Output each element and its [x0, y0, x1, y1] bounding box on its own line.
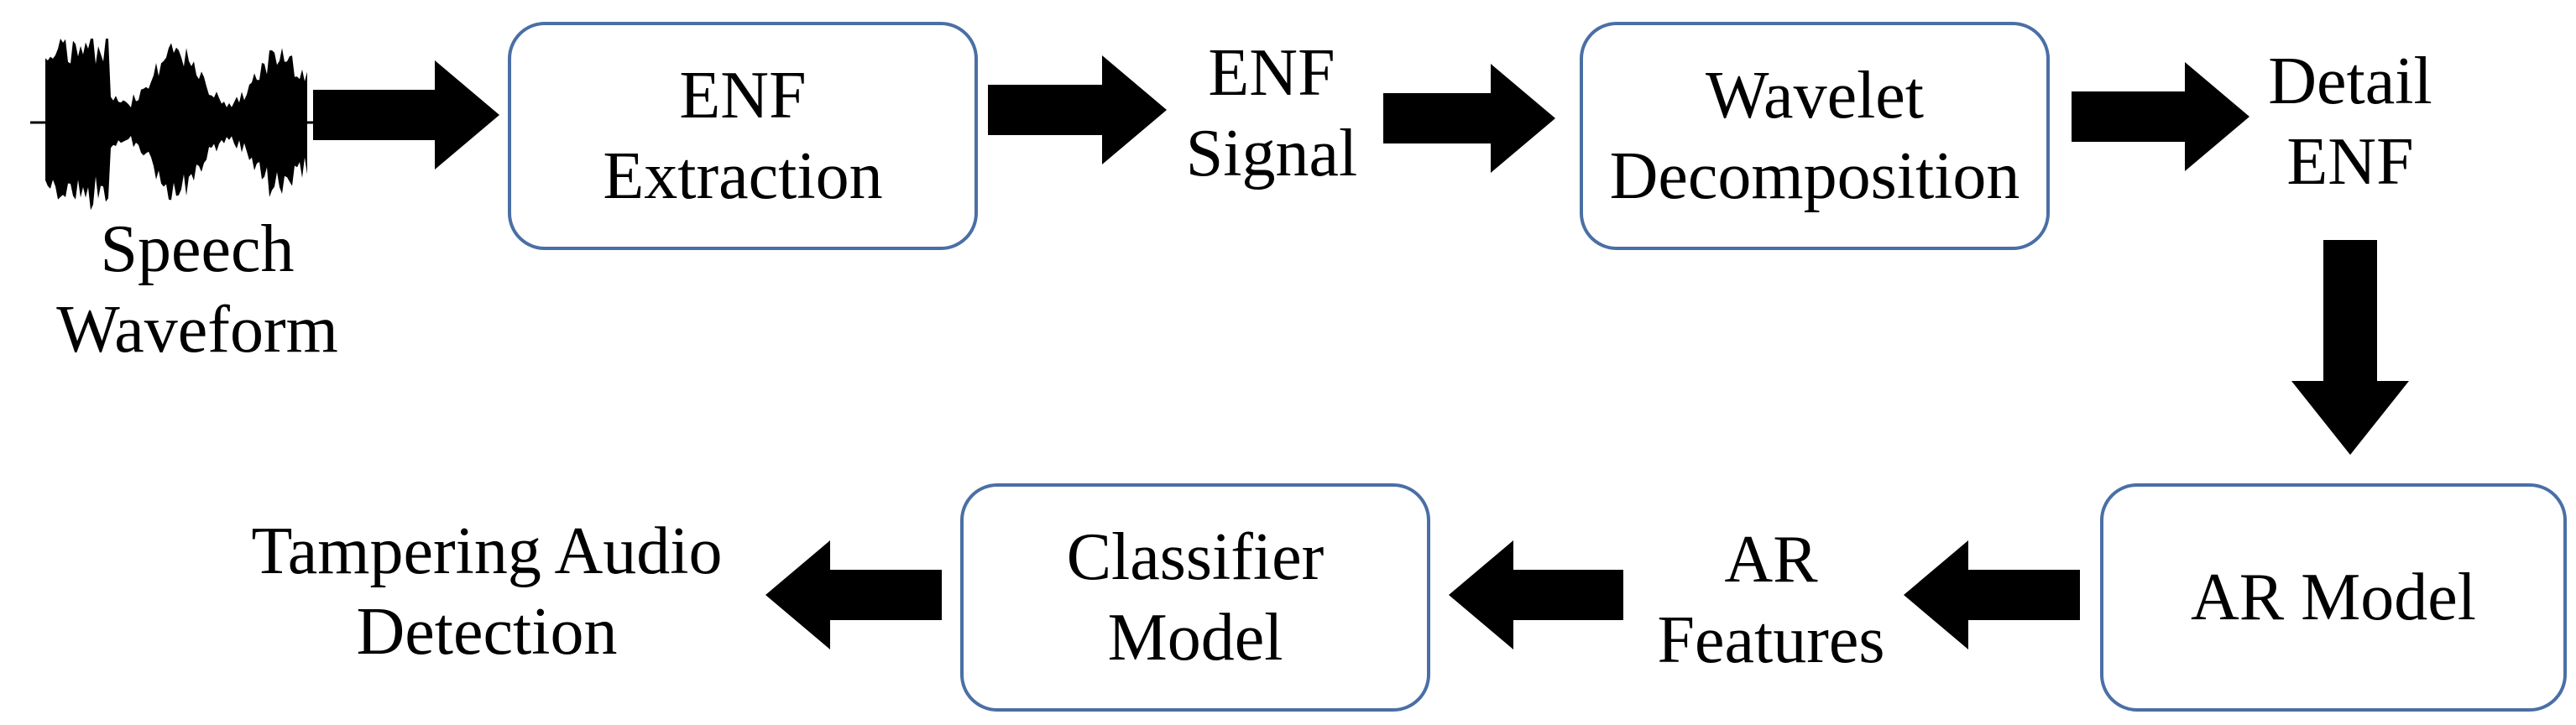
enf-signal-line1: ENF — [1208, 36, 1335, 110]
ar-features-line2: Features — [1657, 603, 1885, 677]
tampering-audio-detection-line1: Tampering Audio — [251, 514, 723, 588]
wavelet-decomposition-line1: Wavelet — [1705, 59, 1925, 133]
classifier-model-line2: Model — [1107, 601, 1283, 675]
arrow-signal-to-wavelet — [1383, 64, 1555, 173]
ar-features-line1: AR — [1724, 523, 1818, 597]
speech-waveform-label: Speech Waveform — [25, 201, 369, 378]
enf-extraction-line1: ENF — [679, 59, 807, 133]
arrow-wavelet-to-detail — [2072, 62, 2249, 171]
arrow-extraction-to-signal — [988, 55, 1167, 164]
wavelet-decomposition-line2: Decomposition — [1609, 139, 2020, 213]
wavelet-decomposition-box: Wavelet Decomposition — [1580, 22, 2050, 250]
detail-enf-line1: Detail — [2268, 44, 2432, 118]
ar-model-box: AR Model — [2100, 483, 2567, 712]
tampering-audio-detection-line2: Detection — [356, 595, 618, 669]
arrow-classifier-to-output — [765, 540, 942, 649]
enf-extraction-line2: Extraction — [603, 139, 883, 213]
detail-enf-line2: ENF — [2286, 125, 2414, 199]
speech-waveform-icon — [30, 39, 320, 211]
enf-extraction-box: ENF Extraction — [508, 22, 978, 250]
classifier-model-box: Classifier Model — [960, 483, 1430, 712]
arrow-detail-to-ar-model — [2291, 240, 2409, 455]
arrow-ar-model-to-features — [1904, 540, 2080, 649]
arrow-waveform-to-extraction — [313, 60, 499, 170]
arrow-features-to-classifier — [1449, 540, 1623, 649]
ar-features-label: AR Features — [1628, 512, 1914, 688]
speech-waveform-line1: Speech — [100, 212, 295, 286]
classifier-model-line1: Classifier — [1066, 520, 1325, 594]
tampering-audio-detection-label: Tampering Audio Detection — [227, 503, 747, 680]
enf-signal-label: ENF Signal — [1154, 25, 1389, 201]
enf-signal-line2: Signal — [1185, 117, 1358, 190]
detail-enf-label: Detail ENF — [2233, 34, 2468, 210]
ar-model-line1: AR Model — [2191, 561, 2476, 634]
speech-waveform-line2: Waveform — [56, 293, 338, 367]
